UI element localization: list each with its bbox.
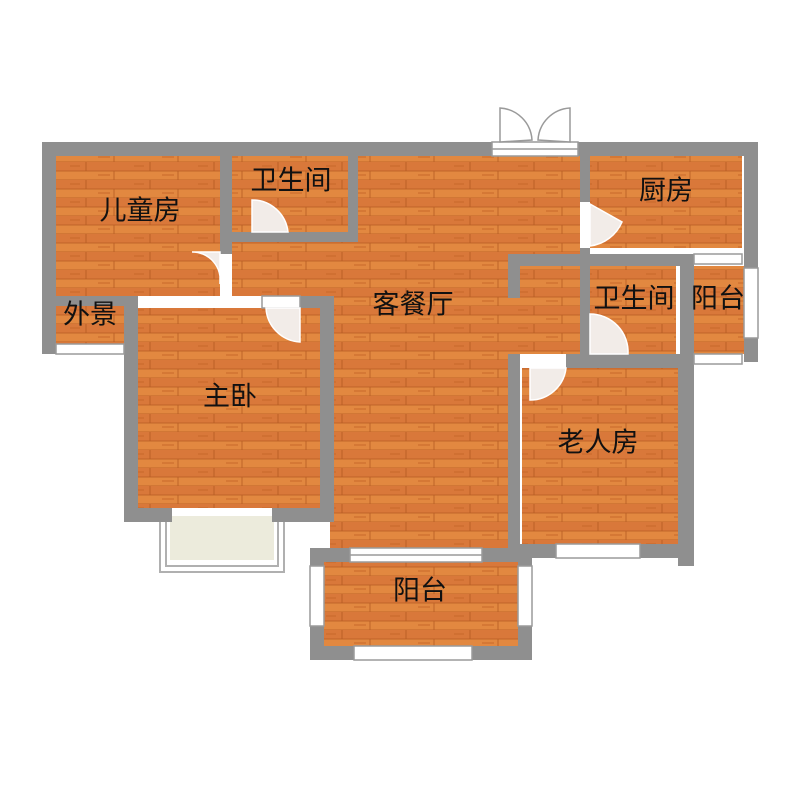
door-top-right: [537, 107, 571, 143]
floor-living-top: [358, 156, 580, 254]
window-master-top: [261, 295, 301, 309]
floor-balcony-right: [694, 266, 744, 354]
label-balcony-bottom: 阳台: [393, 576, 447, 607]
door-bathroom-top: [251, 199, 289, 233]
doors: [191, 107, 629, 401]
floor-children-room: [56, 156, 220, 296]
window-elderly: [555, 543, 641, 559]
floors: [56, 156, 744, 646]
label-living-dining: 客餐厅: [373, 290, 454, 321]
label-master-bedroom: 主卧: [203, 382, 257, 413]
window-right-balcony-bottom: [693, 353, 743, 365]
door-elderly: [529, 367, 567, 401]
floor-master-bedroom: [138, 308, 320, 508]
door-master: [265, 307, 301, 343]
door-kitchen: [589, 202, 623, 247]
room-labels: 儿童房 卫生间 厨房 外景 客餐厅 卫生间 阳台 主卧 老人房 阳台: [63, 166, 745, 607]
floor-living-main: [330, 240, 508, 550]
label-children-room: 儿童房: [100, 196, 181, 227]
door-children: [191, 251, 222, 285]
label-bathroom-top: 卫生间: [251, 166, 332, 197]
door-top-left: [499, 107, 533, 143]
window-balcony-left: [309, 565, 325, 627]
floor-elderly-room: [522, 368, 678, 544]
windows: [55, 141, 759, 661]
window-outdoor: [55, 343, 125, 355]
window-right-balcony: [743, 267, 759, 339]
floor-balcony-bottom: [320, 562, 518, 646]
floor-outdoor-view: [56, 300, 126, 346]
label-outdoor-view: 外景: [63, 300, 117, 331]
door-bathroom-right: [589, 313, 629, 355]
label-elderly-room: 老人房: [558, 428, 639, 459]
window-right-balcony-top: [693, 253, 743, 265]
window-balcony-bottom: [353, 645, 473, 661]
bay-window-frame: [159, 522, 285, 573]
bay-window-floor: [170, 516, 274, 560]
window-balcony-right: [517, 565, 533, 627]
label-bathroom-right: 卫生间: [594, 284, 675, 315]
label-kitchen: 厨房: [639, 176, 693, 207]
label-balcony-right: 阳台: [691, 284, 745, 315]
